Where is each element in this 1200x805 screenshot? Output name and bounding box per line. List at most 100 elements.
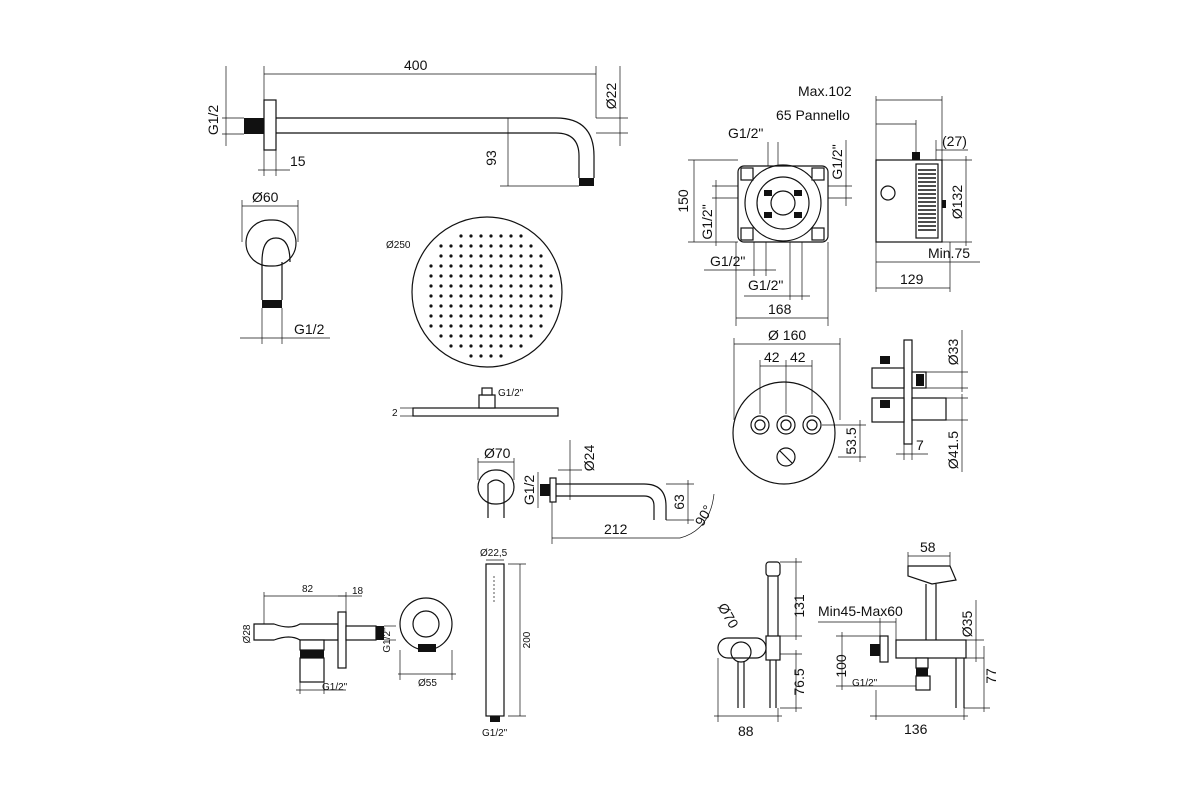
spout-flange-label: Ø70 [484,445,511,461]
nozzle-dot [509,244,513,248]
nozzle-dot [429,264,433,268]
nozzle-dot [439,324,443,328]
wall-outlet-drawing: 82 18 Ø28 G1/2" G1/2" [242,584,396,694]
nozzle-dot [479,344,483,348]
bar-thread-label: G1/2" [482,728,508,739]
plate-knob-height-label: 53.5 [843,427,859,454]
nozzle-dot [539,274,543,278]
nozzle-dot [469,304,473,308]
box-top-thread-label: G1/2" [728,125,763,141]
nozzle-dot [529,294,533,298]
nozzle-dot [519,304,523,308]
nozzle-dot [529,244,533,248]
nozzle-dot [489,244,493,248]
nozzle-dot [439,284,443,288]
box-side-fins [918,169,936,231]
bidet-width-label: 88 [738,723,754,739]
nozzle-dot [429,294,433,298]
nozzle-dot [489,354,493,358]
nozzle-dot [429,284,433,288]
nozzle-dot [439,304,443,308]
bidet-base-height-label: 76.5 [791,668,807,695]
nozzle-dot [459,234,463,238]
nozzle-dot [499,284,503,288]
nozzle-dot [469,354,473,358]
nozzle-dot [519,294,523,298]
spout-drawing: Ø70 G1/2 Ø24 212 63 90° [477,440,716,544]
mixing-box-front-drawing: G1/2" 150 G1/2" G1/2" G1/2" G1/2" 168 [675,125,852,326]
head-diameter-label: Ø250 [386,240,411,251]
bidet-valve-drawing: 58 Min45-Max60 Ø35 100 G1/2" 77 136 [818,539,999,737]
nozzle-dot [509,274,513,278]
box-bottom-thread-b-label: G1/2" [748,277,783,293]
valve-diameter-label: Ø35 [959,611,975,638]
nozzle-dot [429,304,433,308]
nozzle-dot [449,274,453,278]
nozzle-dot [429,314,433,318]
nozzle-dot [489,254,493,258]
nozzle-dot [499,294,503,298]
spout-thread-label: G1/2 [521,475,537,506]
nozzle-dot [469,294,473,298]
plate-stem-label: 7 [916,437,924,453]
control-plate-side-drawing: Ø33 Ø41.5 7 [871,330,968,472]
nozzle-dot [459,334,463,338]
nozzle-dot [509,254,513,258]
nozzle-dot [469,344,473,348]
nozzle-dot [489,264,493,268]
nozzle-dot [469,324,473,328]
nozzle-dot [499,344,503,348]
nozzle-dot [459,254,463,258]
box-max-depth-label: Max.102 [798,83,852,99]
nozzle-dot [469,284,473,288]
valve-height-label: 100 [833,654,849,678]
valve-length-label: 136 [904,721,928,737]
nozzle-dot [539,284,543,288]
nozzle-dot [509,334,513,338]
bar-diameter-label: Ø22,5 [480,548,508,559]
nozzle-dot [449,264,453,268]
nozzle-dot [539,324,543,328]
box-diameter-label: Ø132 [949,185,965,219]
shower-arm-drawing: 400 Ø22 93 G1/2 15 [205,57,628,187]
nozzle-dot [459,314,463,318]
valve-range-label: Min45-Max60 [818,603,903,619]
nozzle-dot [489,234,493,238]
nozzle-dot [519,334,523,338]
nozzle-dot [469,334,473,338]
nozzle-dot [479,274,483,278]
hand-shower-holder-drawing: Ø55 [398,597,456,689]
nozzle-dot [479,354,483,358]
nozzle-dot [439,254,443,258]
nozzle-dot [509,294,513,298]
nozzle-dot [439,244,443,248]
nozzle-dot [499,254,503,258]
nozzle-dot [509,304,513,308]
nozzle-dot [529,284,533,288]
nozzle-dot [459,274,463,278]
nozzle-dot [539,294,543,298]
nozzle-dot [449,344,453,348]
nozzle-dot [459,264,463,268]
nozzle-dot [539,254,543,258]
nozzle-dot [489,314,493,318]
nozzle-dot [479,284,483,288]
nozzle-dot [539,264,543,268]
outlet-length-label: 82 [302,584,314,595]
plate-spacing-left-label: 42 [764,349,780,365]
nozzle-dot [449,294,453,298]
nozzle-dot [499,354,503,358]
nozzle-dot [509,324,513,328]
flange-thread-label: G1/2 [294,321,325,337]
outlet-side-thread-label: G1/2" [382,627,393,653]
box-left-thread-label: G1/2" [699,204,715,239]
nozzle-dot [429,324,433,328]
nozzle-dot [439,334,443,338]
nozzle-dot [479,324,483,328]
mixing-box-side-drawing: Max.102 65 Pannello (27) Ø132 Min.75 129 [776,83,980,292]
box-width-label: 168 [768,301,792,317]
nozzle-dot [429,274,433,278]
shower-bar-drawing: Ø22,5 200 G1/2" [480,548,533,739]
nozzle-dot [469,234,473,238]
nozzle-dot [479,264,483,268]
